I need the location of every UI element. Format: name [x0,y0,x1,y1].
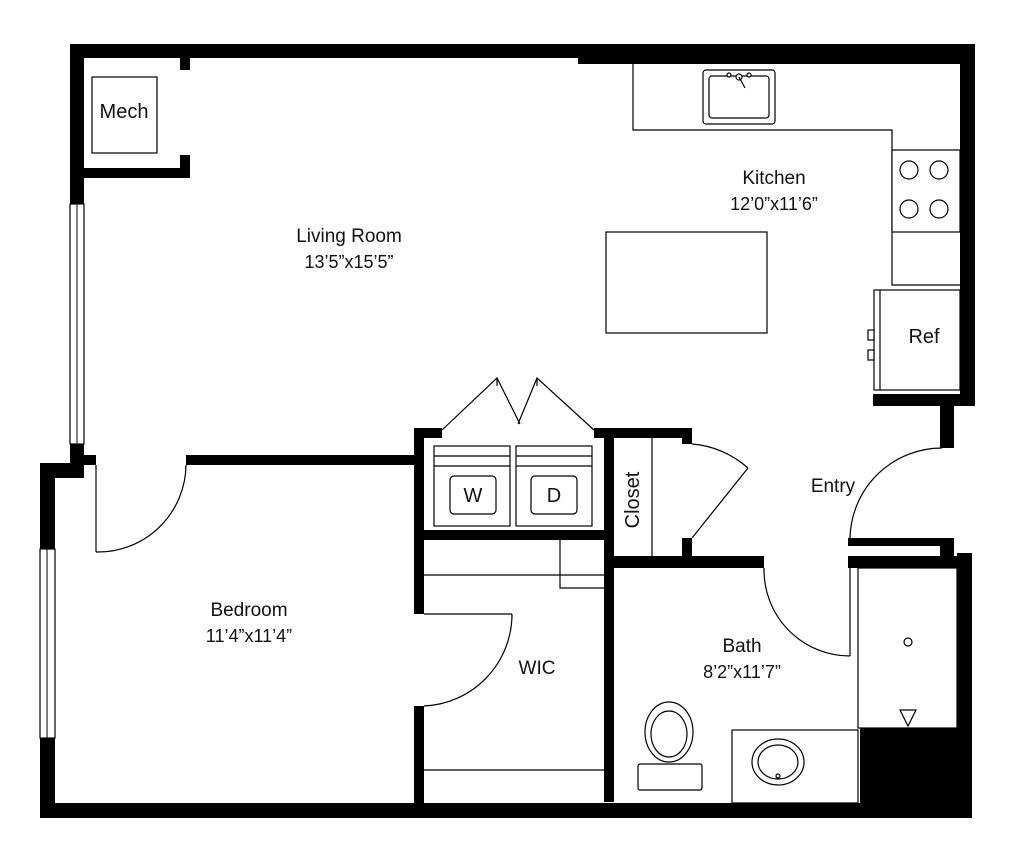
living-room-name: Living Room [296,226,402,247]
vanity-sink-icon [731,729,859,804]
walk-in-closet [423,540,604,771]
room-labels: Living Room 13’5”x15’5” Kitchen 12’0”x11… [206,168,856,682]
sink-icon [702,69,776,125]
laundry-closet: W D [433,376,595,527]
bedroom-name: Bedroom [210,600,287,621]
refrigerator-label: Ref [908,326,940,348]
kitchen-counters: Ref [605,64,961,391]
refrigerator-icon: Ref [867,289,961,391]
interior-walls [70,56,972,816]
coat-closet: Closet [622,438,749,556]
bathroom [637,567,958,804]
mech-room: Mech [91,76,158,154]
bath-dims: 8’2”x11’7” [703,662,781,682]
toilet-icon [637,701,703,791]
exterior-walls [40,44,975,818]
entry-name: Entry [811,476,856,497]
shower-icon [857,567,958,729]
washer-icon: W [433,445,511,527]
wic-name: WIC [519,658,556,679]
range-icon [891,149,961,233]
bedroom-door [95,464,187,553]
bath-name: Bath [722,636,761,657]
kitchen-island [605,231,768,334]
living-room-dims: 13’5”x15’5” [304,252,393,272]
windows [39,203,85,739]
dryer-icon: D [515,445,593,527]
kitchen-dims: 12’0”x11’6” [730,194,818,214]
entry-door[interactable] [849,447,943,546]
dryer-label: D [547,485,561,507]
mech-label: Mech [100,101,149,123]
washer-label: W [464,485,483,507]
bedroom-dims: 11’4”x11’4” [206,626,292,646]
closet-label: Closet [622,471,644,528]
kitchen-name: Kitchen [742,168,805,189]
